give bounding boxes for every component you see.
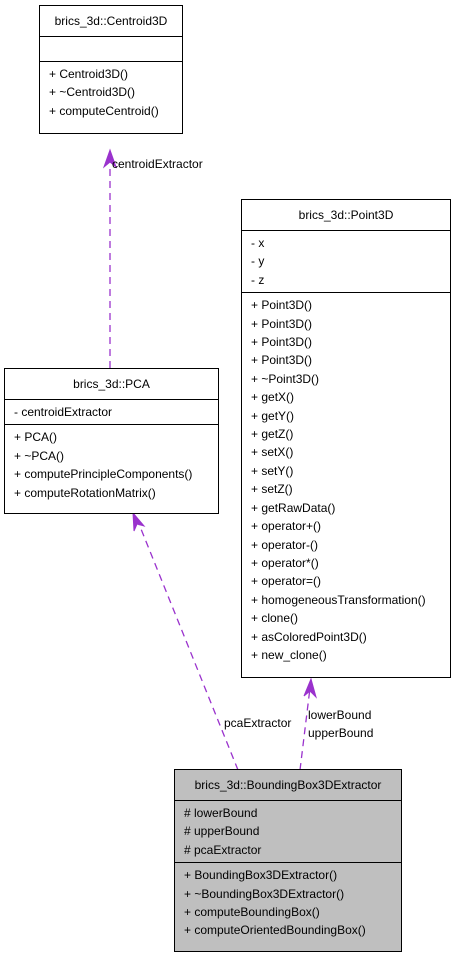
method-item: + ~BoundingBox3DExtractor() xyxy=(184,886,345,901)
method-item: + operator-() xyxy=(251,537,319,552)
method-item: + setZ() xyxy=(251,482,293,497)
method-item: + computeRotationMatrix() xyxy=(14,485,156,500)
method-item: + homogeneousTransformation() xyxy=(251,592,426,607)
method-item: + setY() xyxy=(251,463,294,478)
method-item: + computeCentroid() xyxy=(49,103,159,118)
method-item: + asColoredPoint3D() xyxy=(251,629,367,644)
class-box-centroid3d: brics_3d::Centroid3D + Centroid3D() + ~C… xyxy=(39,5,183,134)
attributes-section xyxy=(40,36,182,61)
edge-bbox-to-pca xyxy=(136,518,239,771)
class-name: brics_3d::Point3D xyxy=(298,208,394,222)
method-item: + operator*() xyxy=(251,555,319,570)
class-name: brics_3d::BoundingBox3DExtractor xyxy=(194,778,382,792)
method-item: + computeBoundingBox() xyxy=(184,905,320,920)
attribute-item: - y xyxy=(251,254,265,269)
attribute-item: - z xyxy=(251,272,265,287)
method-item: + Point3D() xyxy=(251,353,313,368)
methods-section: + PCA() + ~PCA() + computePrincipleCompo… xyxy=(5,424,218,505)
method-item: + Point3D() xyxy=(251,316,313,331)
attribute-item: # pcaExtractor xyxy=(184,842,262,857)
attribute-item: # upperBound xyxy=(184,824,260,839)
method-item: + new_clone() xyxy=(251,647,327,662)
class-name: brics_3d::PCA xyxy=(73,377,150,391)
method-item: + operator+() xyxy=(251,519,322,534)
method-item: + getZ() xyxy=(251,427,294,442)
arrowhead-pca xyxy=(132,511,146,532)
method-item: + BoundingBox3DExtractor() xyxy=(184,868,338,883)
class-name: brics_3d::Centroid3D xyxy=(54,14,168,28)
attribute-item: # lowerBound xyxy=(184,806,258,820)
method-item: + Centroid3D() xyxy=(49,67,129,81)
methods-section: + Centroid3D() + ~Centroid3D() + compute… xyxy=(40,61,182,123)
attribute-item: - x xyxy=(251,236,265,250)
method-item: + clone() xyxy=(251,611,299,626)
method-item: + computeOrientedBoundingBox() xyxy=(184,923,366,938)
class-box-boundingbox3dextractor: brics_3d::BoundingBox3DExtractor # lower… xyxy=(174,769,402,952)
edge-label-centroid-extractor: centroidExtractor xyxy=(112,157,203,171)
arrowhead-centroid xyxy=(102,148,118,169)
class-box-pca: brics_3d::PCA - centroidExtractor + PCA(… xyxy=(4,368,219,514)
method-item: + Point3D() xyxy=(251,335,313,350)
edge-bbox-to-point xyxy=(299,687,311,771)
method-item: + operator=() xyxy=(251,574,322,589)
method-item: + setX() xyxy=(251,445,294,460)
methods-section: + BoundingBox3DExtractor() + ~BoundingBo… xyxy=(175,862,401,943)
class-box-point3d: brics_3d::Point3D - x - y - z + Point3D(… xyxy=(241,199,451,678)
arrowhead-point xyxy=(303,677,317,699)
method-item: + computePrincipleComponents() xyxy=(14,467,193,482)
attributes-section: - centroidExtractor xyxy=(5,399,218,424)
attributes-section: - x - y - z xyxy=(242,230,450,292)
method-item: + ~Centroid3D() xyxy=(49,85,136,100)
attributes-section: # lowerBound # upperBound # pcaExtractor xyxy=(175,800,401,862)
method-item: + getRawData() xyxy=(251,500,336,515)
method-item: + ~Point3D() xyxy=(251,371,320,386)
edge-label-lower-bound: lowerBound xyxy=(308,708,372,722)
method-item: + getX() xyxy=(251,390,295,405)
method-item: + ~PCA() xyxy=(14,448,65,463)
method-item: + PCA() xyxy=(14,430,58,445)
methods-section: + Point3D() + Point3D() + Point3D() + Po… xyxy=(242,292,450,667)
attribute-item: - centroidExtractor xyxy=(14,405,113,419)
method-item: + getY() xyxy=(251,408,295,423)
edge-label-pca-extractor: pcaExtractor xyxy=(224,716,292,730)
edge-label-upper-bound: upperBound xyxy=(308,726,374,740)
method-item: + Point3D() xyxy=(251,298,313,313)
